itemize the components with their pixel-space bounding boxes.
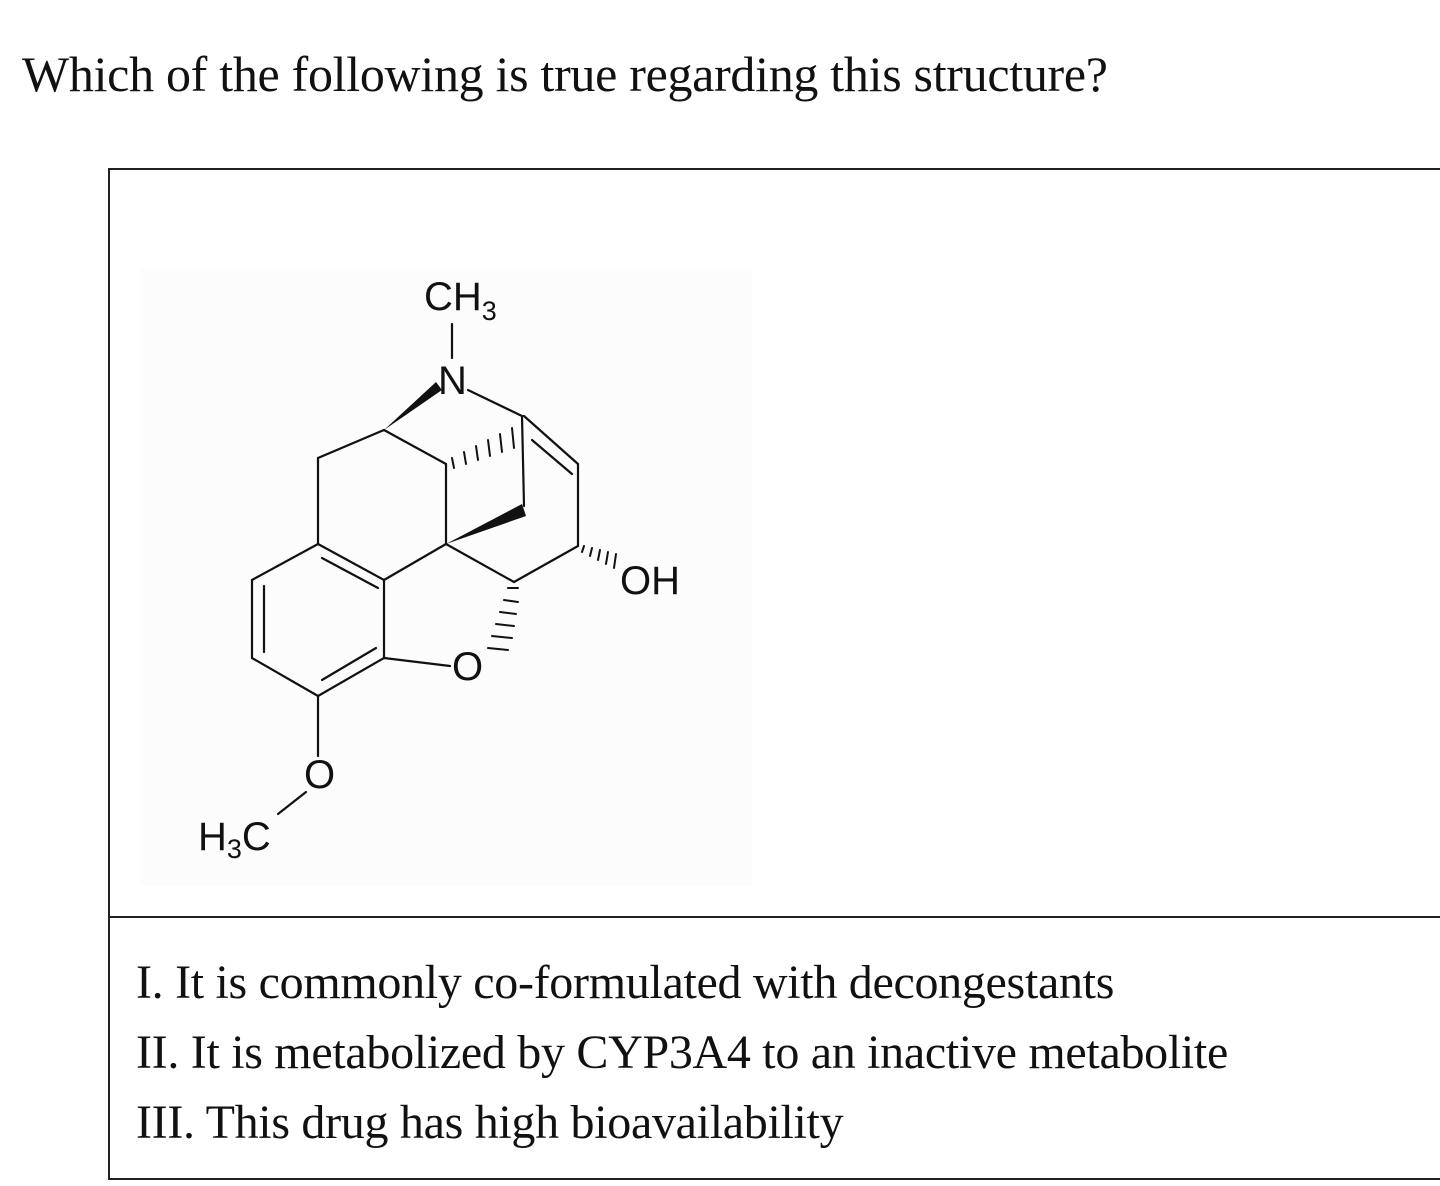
- question-text: Which of the following is true regarding…: [22, 46, 1108, 102]
- bond-n-c9: [466, 388, 524, 418]
- bond-c6-c5: [512, 544, 580, 584]
- label-h3c: H3C: [198, 815, 271, 864]
- bond-c5-o-hashed: [487, 587, 519, 651]
- bond-c10-c11: [316, 428, 386, 460]
- statement-list: I. It is commonly co-formulated with dec…: [136, 948, 1228, 1158]
- bond-c9-c14: [520, 414, 526, 508]
- bond-n-c9-wedge: [384, 382, 442, 430]
- bond-ar-4: [250, 656, 320, 698]
- label-methoxy-oxygen: O: [304, 753, 335, 797]
- bond-ar-1: [316, 542, 386, 582]
- statement-3: III. This drug has high bioavailability: [136, 1096, 844, 1149]
- bond-c7-c8: [522, 414, 580, 466]
- bond-o-ch3: [276, 790, 308, 816]
- statement-1: I. It is commonly co-formulated with dec…: [136, 956, 1115, 1009]
- bond-bridge-hashed: [451, 427, 515, 469]
- label-ch3: CH3: [424, 275, 497, 326]
- bond-ar-3-inner: [320, 646, 378, 682]
- label-hydroxyl: OH: [620, 559, 680, 603]
- bond-c9a-c13: [382, 428, 448, 466]
- bond-quat-arene: [382, 542, 448, 582]
- label-nitrogen: N: [438, 359, 467, 403]
- bond-ar-1-inner: [320, 556, 380, 590]
- label-ether-oxygen: O: [452, 645, 483, 689]
- chemical-structure: CH3 N OH O O H3C: [140, 268, 752, 886]
- question-table: CH3 N OH O O H3C I. It is commonly co-fo…: [108, 168, 1440, 1180]
- bond-ar-6: [250, 542, 320, 582]
- structure-drawing: CH3 N OH O O H3C: [198, 275, 680, 864]
- table-divider: [110, 916, 1440, 918]
- bond-quat-c15-wedge: [446, 504, 526, 544]
- bond-ar-3: [316, 656, 386, 698]
- bond-c6-oh-hashed: [581, 545, 617, 569]
- bond-ar-o: [382, 656, 452, 668]
- bond-quat-c5: [444, 542, 516, 584]
- statement-2: II. It is metabolized by CYP3A4 to an in…: [136, 1026, 1228, 1079]
- bond-c7-c8-double: [530, 438, 574, 476]
